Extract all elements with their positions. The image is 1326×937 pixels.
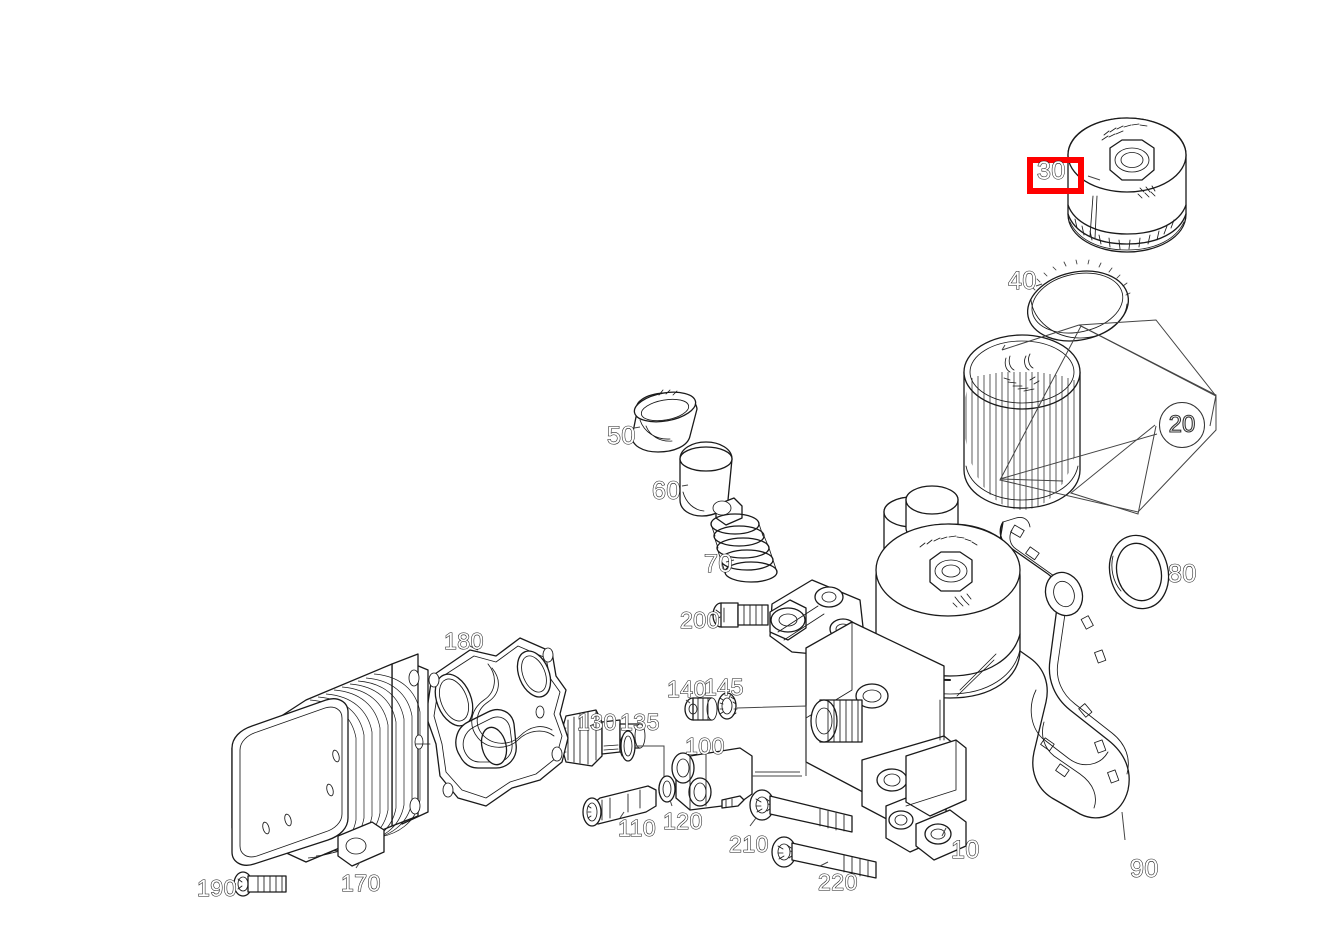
part-170-oil-cooler — [231, 653, 431, 869]
callout-label-100[interactable]: 100 — [684, 733, 725, 759]
callout-label-140[interactable]: 140 — [666, 676, 707, 702]
callout-label-200[interactable]: 200 — [679, 607, 720, 633]
part-180-cooler-gasket — [425, 637, 569, 807]
part-210-bolt — [749, 789, 853, 833]
highlight-box — [1027, 157, 1084, 194]
callout-label-60[interactable]: 60 — [651, 477, 681, 505]
callout-label-180[interactable]: 180 — [443, 628, 484, 654]
callout-label-220[interactable]: 220 — [817, 869, 858, 895]
part-110-valve-piston — [582, 785, 657, 827]
callout-label-120[interactable]: 120 — [662, 808, 703, 834]
part-140-plug — [684, 697, 718, 721]
callout-label-145[interactable]: 145 — [703, 674, 744, 700]
part-80-o-ring — [1108, 534, 1170, 610]
callout-label-110[interactable]: 110 — [617, 815, 657, 841]
callout-label-40[interactable]: 40 — [1007, 267, 1037, 295]
part-190-bolt — [233, 871, 287, 897]
part-60-thermostat — [679, 441, 743, 526]
part-10-filter-housing — [769, 485, 1021, 861]
part-220-bolt — [771, 836, 877, 879]
callout-label-170[interactable]: 170 — [340, 870, 381, 896]
part-30-filter-cap — [1067, 117, 1187, 253]
part-200-bolt — [710, 602, 769, 628]
callout-label-30[interactable]: 30 — [1036, 157, 1066, 185]
callout-label-190[interactable]: 190 — [196, 875, 237, 901]
part-120-sealing-ring — [658, 775, 676, 807]
callout-label-50[interactable]: 50 — [606, 422, 636, 450]
part-135-sealing-ring — [619, 730, 676, 785]
part-70-spring — [710, 513, 778, 583]
callout-number: 20 — [1168, 411, 1196, 438]
callout-label-80[interactable]: 80 — [1167, 560, 1197, 588]
callout-label-210[interactable]: 210 — [728, 831, 769, 857]
callout-label-130[interactable]: 130 — [576, 709, 617, 735]
part-20-filter-element — [963, 334, 1081, 510]
callout-balloon-20[interactable]: 20 — [1159, 402, 1205, 448]
callout-label-70[interactable]: 70 — [703, 550, 733, 578]
part-50-thermostat-cap — [631, 389, 698, 453]
callout-label-135[interactable]: 135 — [619, 709, 660, 735]
callout-label-90[interactable]: 90 — [1129, 855, 1159, 883]
callout-label-10[interactable]: 10 — [950, 836, 980, 864]
part-145-seal — [717, 692, 738, 720]
part-100-valve-body — [671, 747, 800, 811]
